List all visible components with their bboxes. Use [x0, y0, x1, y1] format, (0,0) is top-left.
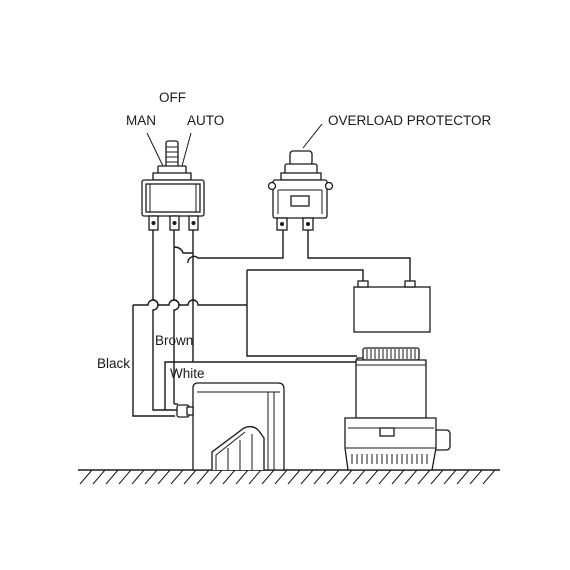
overload-protector-label: OVERLOAD PROTECTOR	[328, 113, 492, 128]
ground-hatching	[78, 469, 500, 485]
wiring	[132, 123, 411, 417]
battery	[353, 280, 431, 333]
switch-auto-label: AUTO	[187, 113, 225, 128]
float-switch	[176, 382, 285, 471]
toggle-switch	[141, 132, 205, 231]
overload-protector	[267, 150, 334, 231]
switch-off-label: OFF	[159, 90, 186, 105]
bilge-pump	[344, 347, 451, 471]
white-wire-label: White	[170, 366, 205, 381]
black-wire-label: Black	[97, 356, 131, 371]
switch-man-label: MAN	[126, 113, 156, 128]
